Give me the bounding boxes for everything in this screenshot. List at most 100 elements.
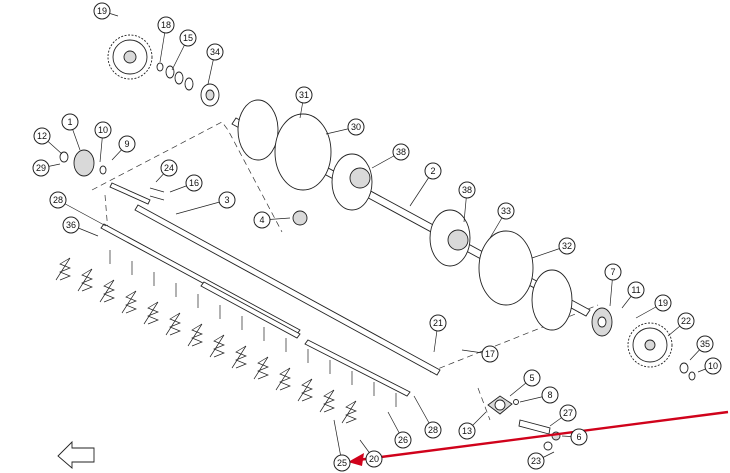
- right-small-parts: [679, 362, 696, 381]
- part-number-label: 28: [428, 425, 438, 435]
- part-number-label: 34: [210, 47, 220, 57]
- part-callout: 4: [253, 211, 271, 229]
- part-callout: 19: [654, 294, 672, 312]
- part-number-label: 10: [708, 361, 718, 371]
- part-number-label: 38: [462, 185, 472, 195]
- leader-lines: [40, 10, 714, 464]
- part-callout: 26: [394, 431, 412, 449]
- part-number-label: 12: [37, 131, 47, 141]
- part-number-label: 35: [700, 339, 710, 349]
- part-number-label: 16: [189, 178, 199, 188]
- part-number-label: 31: [299, 90, 309, 100]
- direction-arrow-icon: [57, 440, 95, 469]
- part-callout: 17: [481, 345, 499, 363]
- part-callout: 11: [627, 281, 645, 299]
- part-number-label: 15: [183, 33, 193, 43]
- tine-spring: [187, 323, 203, 347]
- leader-line: [175, 199, 228, 215]
- part-callout: 28: [424, 421, 442, 439]
- part-callout: 13: [458, 422, 476, 440]
- part-number-label: 36: [66, 220, 76, 230]
- part-number-label: 10: [98, 125, 108, 135]
- part-number-label: 23: [531, 456, 541, 466]
- right-bearing: [591, 307, 613, 337]
- part-callout: 34: [206, 43, 224, 61]
- part-callout: 36: [62, 216, 80, 234]
- part-number-label: 6: [576, 432, 581, 442]
- part-callout: 21: [429, 314, 447, 332]
- part-callout: 29: [32, 159, 50, 177]
- tine-spring: [143, 301, 159, 325]
- part-number-label: 22: [681, 316, 691, 326]
- part-callout: 31: [295, 86, 313, 104]
- part-callout: 38: [392, 143, 410, 161]
- part-number-label: 32: [562, 241, 572, 251]
- part-number-label: 17: [485, 349, 495, 359]
- tine-bars: [100, 204, 441, 397]
- part-callout: 15: [179, 29, 197, 47]
- part-callout: 19: [93, 2, 111, 20]
- tine-spring: [231, 345, 247, 369]
- part-callout: 28: [49, 191, 67, 209]
- part-number-label: 19: [97, 6, 107, 16]
- part-number-label: 33: [501, 206, 511, 216]
- bottom-bearing: [487, 395, 519, 415]
- part-callout: 9: [118, 135, 136, 153]
- part-callout: 2: [424, 162, 442, 180]
- part-callout: 3: [218, 191, 236, 209]
- part-number-label: 30: [351, 122, 361, 132]
- part-callout: 33: [497, 202, 515, 220]
- part-number-label: 28: [53, 195, 63, 205]
- part-number-label: 9: [124, 139, 129, 149]
- part-number-label: 38: [396, 147, 406, 157]
- part-callout: 18: [157, 16, 175, 34]
- part-callout: 20: [365, 450, 383, 468]
- hub-part-4: [292, 210, 308, 226]
- tine-spring: [253, 356, 269, 380]
- tine-spring: [99, 279, 115, 303]
- tine-spring: [121, 290, 137, 314]
- part-number-label: 11: [631, 285, 640, 295]
- short-pins: [109, 182, 165, 205]
- part-number-label: 13: [462, 426, 472, 436]
- part-number-label: 19: [658, 298, 668, 308]
- part-number-label: 4: [259, 215, 264, 225]
- part-callout: 12: [33, 127, 51, 145]
- tine-spring: [77, 268, 93, 292]
- part-number-label: 21: [433, 318, 443, 328]
- part-callout: 7: [604, 263, 622, 281]
- left-washers: [156, 62, 220, 107]
- part-callout: 24: [160, 159, 178, 177]
- part-number-label: 27: [563, 408, 573, 418]
- part-callout: 32: [558, 237, 576, 255]
- part-number-label: 25: [337, 458, 347, 468]
- tine-spring: [319, 389, 335, 413]
- tine-spring: [341, 400, 357, 424]
- tine-spring: [165, 312, 181, 336]
- rotor-hubs: [349, 167, 469, 251]
- part-callout: 22: [677, 312, 695, 330]
- part-number-label: 2: [430, 166, 435, 176]
- part-number-label: 8: [547, 390, 552, 400]
- tine-spring: [297, 378, 313, 402]
- part-callout: 25: [333, 454, 351, 472]
- left-bearing: [59, 149, 107, 177]
- part-number-label: 26: [398, 435, 408, 445]
- tine-spring: [55, 257, 71, 281]
- tine-spring-row: [55, 250, 397, 424]
- right-sprocket: [627, 322, 673, 368]
- part-number-label: 7: [610, 267, 615, 277]
- part-callout: 38: [458, 181, 476, 199]
- part-callout: 8: [541, 386, 559, 404]
- part-callout: 1: [61, 113, 79, 131]
- left-sprocket: [107, 34, 153, 80]
- part-callout: 5: [523, 369, 541, 387]
- part-callout: 23: [527, 452, 545, 470]
- tine-spring: [275, 367, 291, 391]
- part-number-label: 5: [529, 373, 534, 383]
- tine-spring: [209, 334, 225, 358]
- part-number-label: 20: [369, 454, 379, 464]
- part-callout: 35: [696, 335, 714, 353]
